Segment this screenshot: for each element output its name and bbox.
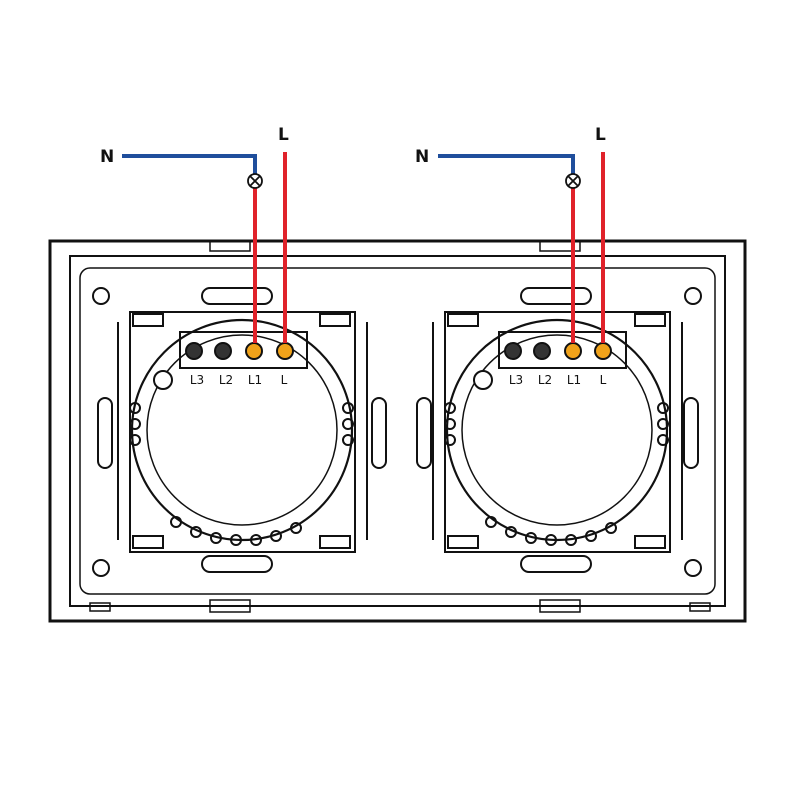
frame-inner bbox=[69, 255, 726, 607]
slot bbox=[416, 397, 432, 469]
slot bbox=[201, 555, 273, 573]
left-terminal-labels: L3 L2 L1 L bbox=[190, 373, 288, 387]
screw-terminal-icon bbox=[276, 342, 294, 360]
terminal-label-l: L bbox=[281, 373, 288, 387]
screw-terminal-icon bbox=[214, 342, 232, 360]
mounting-hole-icon bbox=[92, 287, 110, 305]
mounting-hole-icon bbox=[92, 559, 110, 577]
screw-terminal-icon bbox=[504, 342, 522, 360]
neutral-wire bbox=[122, 154, 257, 175]
mounting-holes bbox=[92, 287, 702, 577]
frame-notch bbox=[539, 599, 581, 613]
screw-terminal-icon bbox=[594, 342, 612, 360]
mounting-screw-icon bbox=[153, 370, 173, 390]
switch-frame bbox=[48, 239, 747, 623]
terminal-label-l: L bbox=[600, 373, 607, 387]
terminal-block bbox=[498, 331, 627, 369]
left-terminals bbox=[185, 342, 294, 360]
terminal-block bbox=[179, 331, 308, 369]
frame-outer bbox=[48, 239, 747, 623]
terminal-label-l3: L3 bbox=[509, 373, 523, 387]
screw-terminal-icon bbox=[564, 342, 582, 360]
mounting-screw-icon bbox=[473, 370, 493, 390]
slot bbox=[201, 287, 273, 305]
left-wires bbox=[122, 152, 287, 343]
terminal-label-l3: L3 bbox=[190, 373, 204, 387]
right-terminal-labels: L3 L2 L1 L bbox=[509, 373, 607, 387]
mounting-hole-icon bbox=[684, 287, 702, 305]
frame-notch bbox=[209, 240, 251, 252]
mounting-hole-icon bbox=[684, 559, 702, 577]
frame-notch bbox=[689, 602, 711, 612]
neutral-label-right: N bbox=[415, 147, 429, 167]
right-terminals bbox=[504, 342, 612, 360]
live-label-right: L bbox=[595, 125, 606, 145]
frame-notch bbox=[89, 602, 111, 612]
right-switch-module bbox=[416, 287, 699, 573]
screw-terminal-icon bbox=[245, 342, 263, 360]
left-switch-module bbox=[97, 287, 387, 573]
live-label-left: L bbox=[278, 125, 289, 145]
rotary-mount-ring bbox=[130, 318, 354, 542]
rotary-mount-ring bbox=[445, 318, 669, 542]
screw-terminal-icon bbox=[533, 342, 551, 360]
terminal-label-l2: L2 bbox=[219, 373, 233, 387]
lamp-cross-circle-icon bbox=[565, 173, 581, 189]
slot bbox=[371, 397, 387, 469]
neutral-wire bbox=[438, 154, 575, 175]
slot bbox=[683, 397, 699, 469]
slot bbox=[520, 287, 592, 305]
right-wires bbox=[438, 152, 605, 343]
screw-terminal-icon bbox=[185, 342, 203, 360]
neutral-label-left: N bbox=[100, 147, 114, 167]
slot bbox=[97, 397, 113, 469]
terminal-label-l1: L1 bbox=[248, 373, 262, 387]
frame-inner-2 bbox=[79, 267, 716, 595]
terminal-label-l2: L2 bbox=[538, 373, 552, 387]
frame-notch bbox=[209, 599, 251, 613]
lamp-cross-circle-icon bbox=[247, 173, 263, 189]
terminal-label-l1: L1 bbox=[567, 373, 581, 387]
frame-notch bbox=[539, 240, 581, 252]
slot bbox=[520, 555, 592, 573]
